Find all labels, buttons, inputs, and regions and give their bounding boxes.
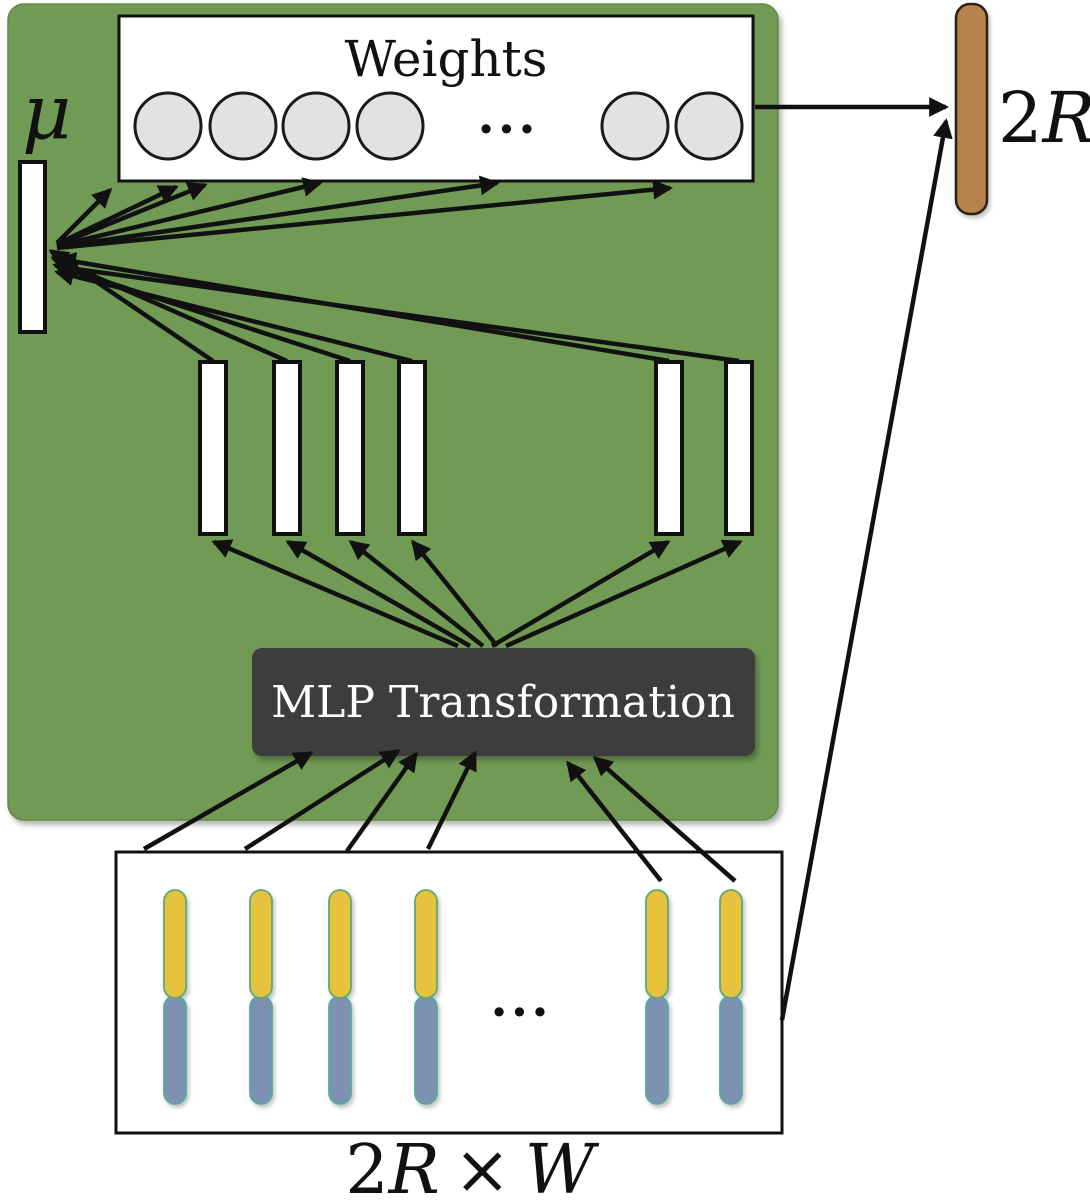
weight-circle bbox=[281, 91, 351, 161]
input-to-mlp-arrow bbox=[566, 760, 663, 883]
mu-to-weights-arrow bbox=[56, 184, 179, 247]
output-dimension-label: 2R bbox=[998, 77, 1090, 159]
input-capsule-pair bbox=[249, 889, 273, 1105]
input-capsule-pair bbox=[163, 889, 187, 1105]
input-capsule-pair bbox=[328, 889, 352, 1105]
input-dimension-label: 2R×W bbox=[345, 1131, 599, 1200]
hidden-vector-bar bbox=[724, 360, 754, 536]
mu-to-weights-arrow bbox=[56, 175, 500, 250]
input-to-mlp-arrow bbox=[243, 749, 401, 851]
mu-to-weights-arrow bbox=[56, 179, 673, 251]
mlp-to-bar-arrow bbox=[505, 539, 743, 649]
mlp-transformation-label: MLP Transformation bbox=[271, 677, 735, 728]
input-capsule-bottom bbox=[249, 995, 273, 1105]
bar-to-mu-arrow bbox=[54, 266, 413, 364]
weight-circle bbox=[133, 91, 203, 161]
mlp-to-bar-arrow bbox=[411, 539, 499, 648]
mlp-to-bar-arrow bbox=[348, 540, 485, 648]
output-variable-r: R bbox=[1041, 77, 1090, 159]
input-to-mlp-arrow bbox=[142, 751, 314, 851]
mu-vector-bar bbox=[18, 160, 47, 334]
weight-circle bbox=[208, 91, 278, 161]
output-coefficient: 2 bbox=[998, 77, 1043, 159]
output-vector-bar bbox=[954, 2, 989, 216]
input-capsule-pair bbox=[719, 889, 743, 1105]
mlp-to-bar-arrow bbox=[211, 539, 459, 649]
input-capsule-bottom bbox=[328, 995, 352, 1105]
encoder-panel bbox=[7, 3, 779, 821]
weights-title: Weights bbox=[345, 30, 548, 88]
hidden-vector-bar bbox=[654, 360, 684, 536]
input-capsule-top bbox=[645, 889, 669, 999]
hidden-vector-bar bbox=[272, 360, 302, 536]
caption-variable-r: R bbox=[387, 1131, 440, 1200]
mlp-to-bar-arrow bbox=[490, 540, 671, 648]
input-capsule-bottom bbox=[163, 995, 187, 1105]
hidden-vector-bar bbox=[335, 360, 365, 536]
input-matrix-box bbox=[114, 850, 784, 1135]
input-to-mlp-arrow bbox=[345, 751, 418, 853]
input-ellipsis: ... bbox=[490, 969, 551, 1028]
input-capsule-top bbox=[414, 889, 438, 999]
weights-ellipsis: ... bbox=[477, 86, 538, 145]
input-capsule-pair bbox=[645, 889, 669, 1105]
mu-to-weights-arrow bbox=[55, 187, 113, 245]
input-to-mlp-arrow bbox=[592, 756, 737, 883]
mu-to-weights-arrow bbox=[56, 182, 208, 248]
input-capsule-bottom bbox=[414, 995, 438, 1105]
mu-to-weights-arrow bbox=[56, 177, 323, 249]
mlp-to-bar-arrow bbox=[285, 540, 472, 648]
hidden-vector-bar bbox=[198, 360, 228, 536]
bar-to-mu-arrow bbox=[52, 260, 351, 364]
hidden-vector-bar bbox=[397, 360, 427, 536]
caption-times-sign: × bbox=[454, 1131, 511, 1200]
input-to-mlp-arrow bbox=[425, 750, 478, 850]
bar-to-mu-arrow bbox=[58, 259, 740, 364]
caption-coefficient: 2 bbox=[345, 1131, 388, 1200]
weight-circle bbox=[600, 91, 670, 161]
input-capsule-top bbox=[719, 889, 743, 999]
input-capsule-bottom bbox=[645, 995, 669, 1105]
input-capsule-bottom bbox=[719, 995, 743, 1105]
weight-circle bbox=[674, 91, 744, 161]
weight-circle bbox=[355, 91, 425, 161]
input-capsule-top bbox=[328, 889, 352, 999]
input-capsule-top bbox=[249, 889, 273, 999]
input-to-output-arrow bbox=[779, 118, 953, 1021]
mlp-transformation-box bbox=[252, 648, 755, 756]
caption-variable-w: W bbox=[525, 1131, 600, 1200]
mu-label: μ bbox=[22, 67, 71, 156]
input-capsule-pair bbox=[414, 889, 438, 1105]
input-capsule-top bbox=[163, 889, 187, 999]
